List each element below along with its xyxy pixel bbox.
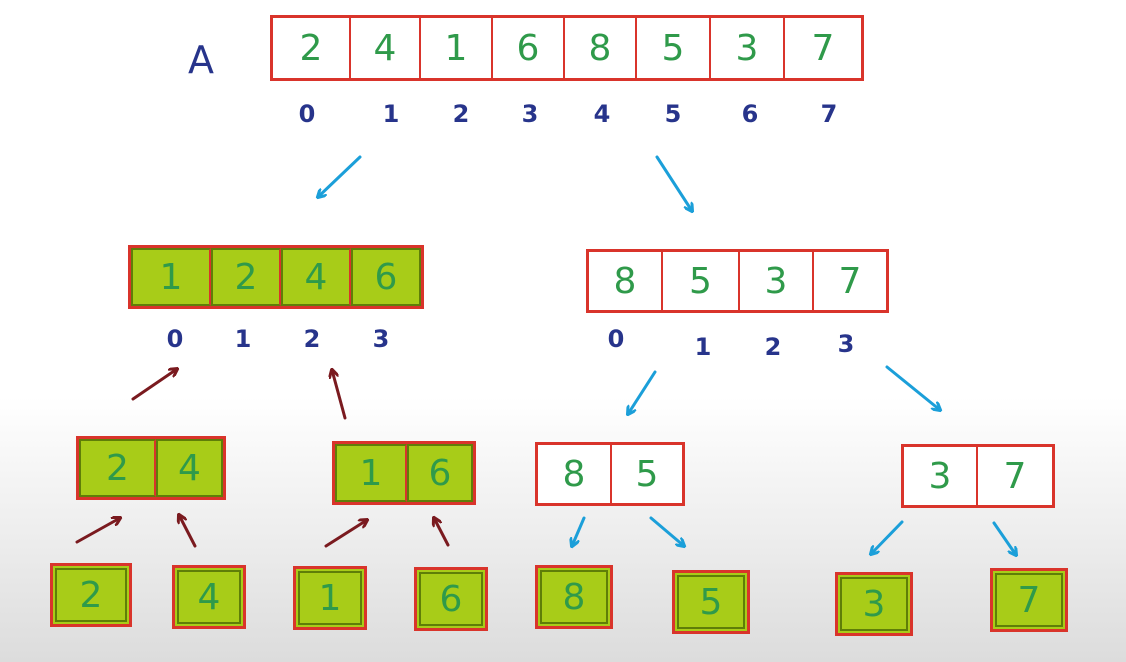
left-half-cell: 4 (281, 248, 351, 306)
merge-arrow-1-up (324, 520, 367, 548)
root-index: 2 (452, 100, 470, 128)
root-cell: 8 (565, 18, 637, 78)
pair-cell: 1 (335, 444, 407, 502)
root-index: 3 (521, 100, 539, 128)
leaf-box: 8 (535, 565, 613, 629)
merge-arrow-2-up (75, 518, 120, 544)
root-cell: 5 (637, 18, 711, 78)
left-half-cell: 2 (211, 248, 281, 306)
root-index: 4 (593, 100, 611, 128)
right-half-index: 3 (837, 330, 855, 358)
right-half-cell: 7 (838, 260, 862, 302)
left-half-index: 2 (303, 325, 321, 353)
right-half-cell: 3 (740, 252, 814, 310)
left-half-index: 1 (234, 325, 252, 353)
right-half-index: 0 (607, 325, 625, 353)
root-index: 0 (298, 100, 316, 128)
split-arrow-85-8 (572, 516, 586, 546)
left-half-cell: 1 (131, 248, 211, 306)
root-cell: 2 (273, 18, 351, 78)
pair-cell: 7 (1003, 455, 1027, 497)
leaf-box: 6 (414, 567, 488, 631)
merge-arrow-4-up (179, 515, 197, 548)
leaf-box: 5 (672, 570, 750, 634)
left-half-array: 1 2 4 6 (128, 245, 424, 309)
pair-array: 2 4 (76, 436, 226, 500)
leaf-box: 7 (990, 568, 1068, 632)
root-index: 6 (741, 100, 759, 128)
split-arrow-right-right (885, 365, 940, 410)
root-cell: 7 (811, 27, 835, 69)
array-label: A (188, 38, 214, 82)
root-cell: 3 (711, 18, 785, 78)
root-cell: 1 (421, 18, 493, 78)
root-index: 7 (820, 100, 838, 128)
leaf-box: 2 (50, 563, 132, 627)
pair-cell: 2 (79, 439, 156, 497)
leaf-value: 2 (55, 568, 127, 622)
pair-array: 8 5 (535, 442, 685, 506)
root-array: 2 4 1 6 8 5 3 7 (270, 15, 864, 81)
merge-arrow-6-up (434, 518, 450, 547)
split-arrow-85-5 (649, 516, 684, 546)
split-arrow-root-right (655, 155, 692, 211)
left-half-index: 3 (372, 325, 390, 353)
split-arrow-37-7 (992, 521, 1016, 555)
root-cell: 4 (351, 18, 421, 78)
pair-cell: 3 (904, 447, 978, 505)
right-half-index: 2 (764, 333, 782, 361)
leaf-box: 1 (293, 566, 367, 630)
left-half-index: 0 (166, 325, 184, 353)
right-half-index: 1 (694, 333, 712, 361)
right-half-cell: 5 (663, 252, 740, 310)
split-arrows (318, 155, 1016, 555)
root-index: 5 (664, 100, 682, 128)
left-half-cell: 6 (351, 248, 421, 306)
pair-array: 3 7 (901, 444, 1055, 508)
pair-cell: 4 (156, 439, 223, 497)
leaf-value: 8 (540, 570, 608, 624)
merge-arrow-24-left (131, 369, 177, 401)
pair-cell: 5 (635, 453, 659, 495)
root-cell: 6 (493, 18, 565, 78)
right-half-cell: 8 (589, 252, 663, 310)
leaf-box: 3 (835, 572, 913, 636)
leaf-value: 5 (677, 575, 745, 629)
split-arrow-37-3 (871, 520, 904, 554)
split-arrow-right-left (628, 370, 657, 414)
right-half-array: 8 5 3 7 (586, 249, 889, 313)
pair-cell: 8 (538, 445, 612, 503)
pair-array: 1 6 (332, 441, 476, 505)
leaf-value: 4 (177, 570, 241, 624)
leaf-value: 6 (419, 572, 483, 626)
leaf-value: 1 (298, 571, 362, 625)
leaf-value: 3 (840, 577, 908, 631)
root-index: 1 (382, 100, 400, 128)
leaf-box: 4 (172, 565, 246, 629)
leaf-value: 7 (995, 573, 1063, 627)
merge-arrow-16-left (332, 370, 347, 420)
merge-arrows (75, 369, 450, 548)
pair-cell: 6 (407, 444, 473, 502)
split-arrow-root-left (318, 155, 362, 197)
